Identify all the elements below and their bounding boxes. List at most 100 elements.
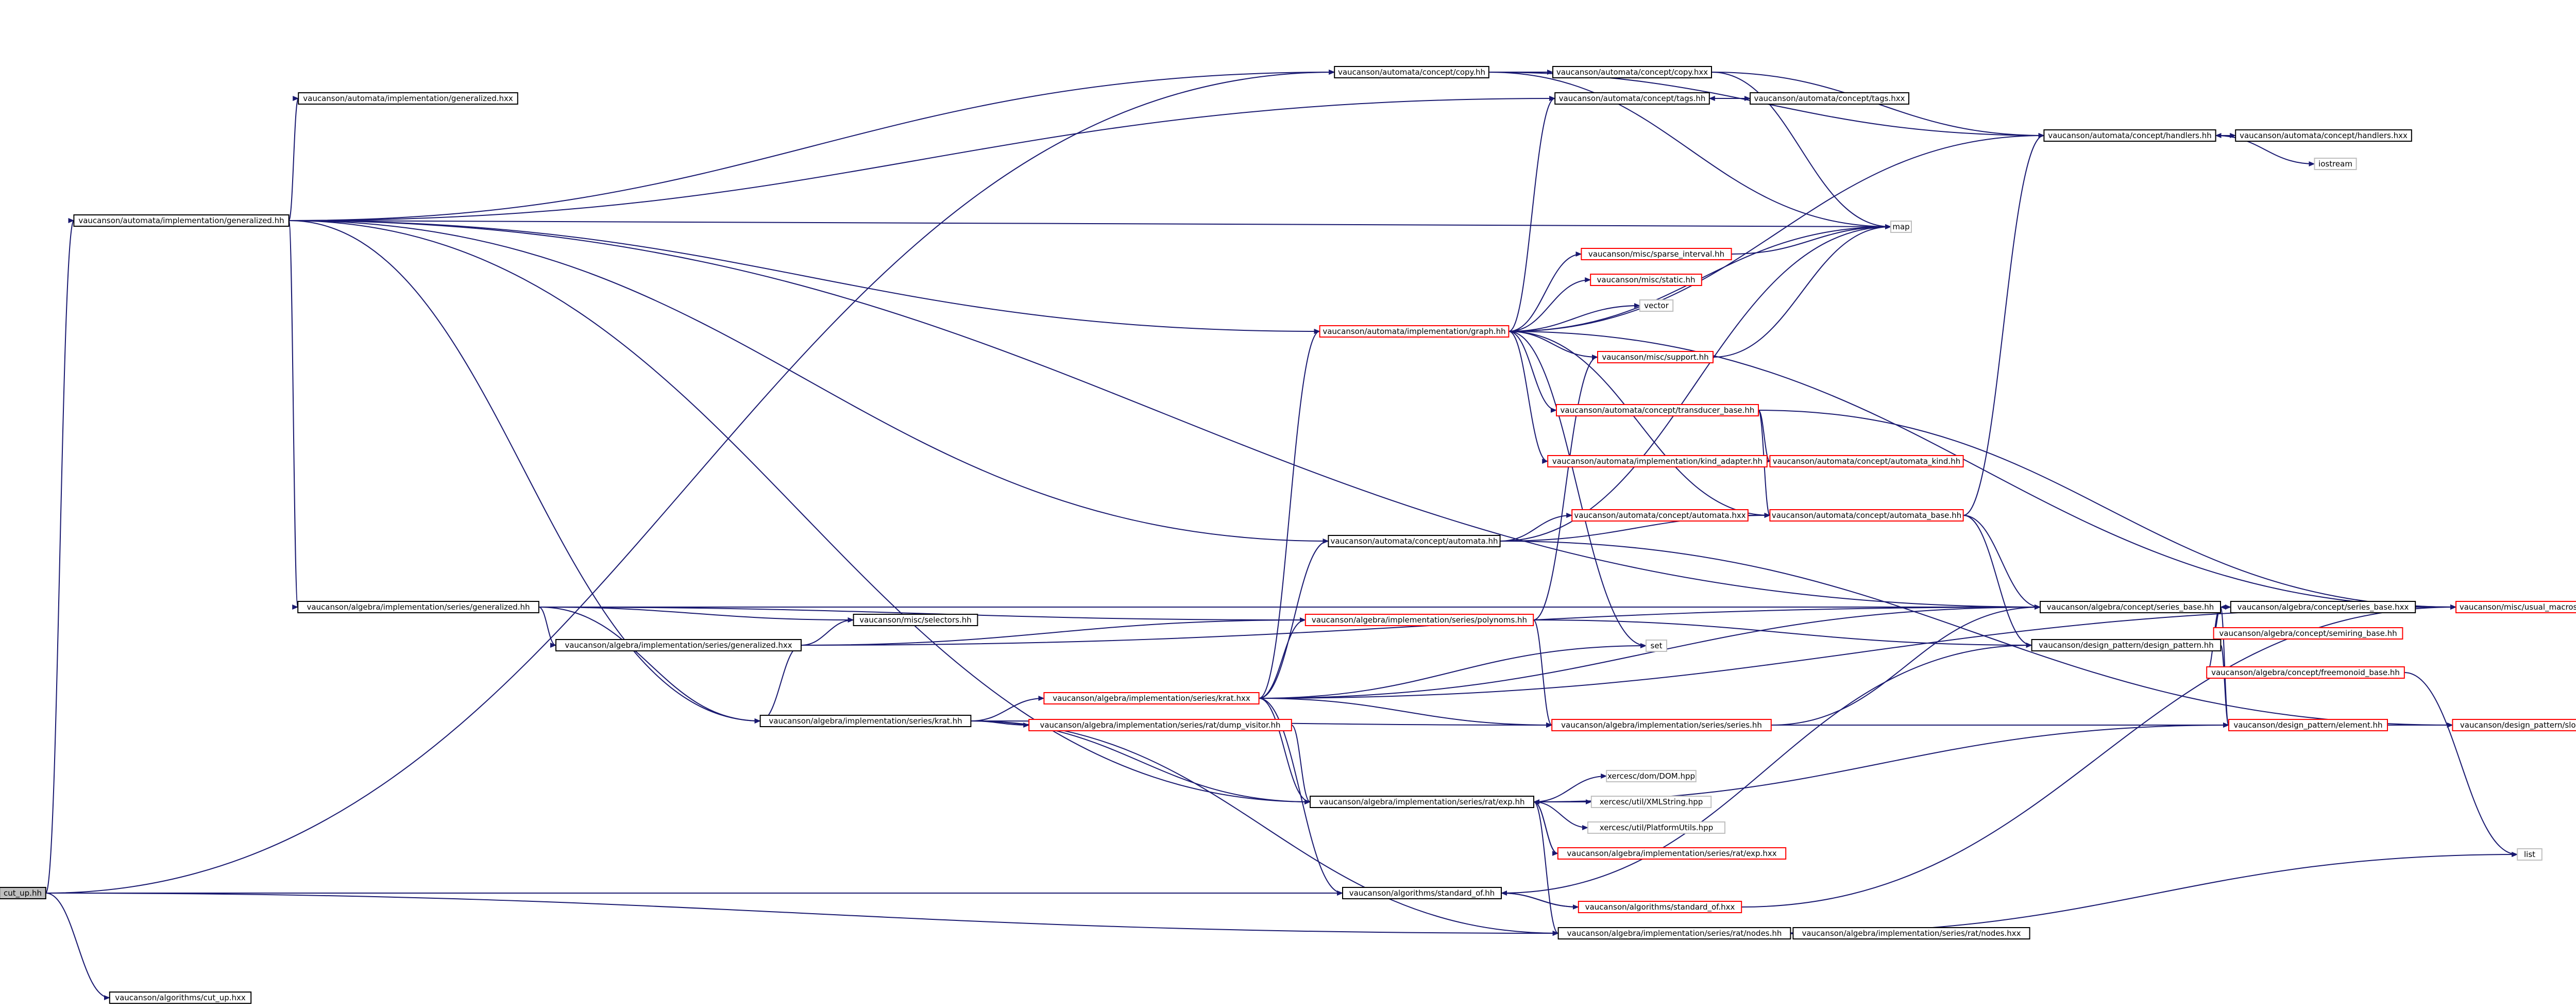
- node-polynoms[interactable]: vaucanson/algebra/implementation/series/…: [1304, 614, 1534, 626]
- node-automata-hh[interactable]: vaucanson/automata/concept/automata.hh: [1328, 535, 1501, 547]
- node-automata-hxx[interactable]: vaucanson/automata/concept/automata.hxx: [1571, 509, 1749, 522]
- include-edge-design_pattern-to-element_hh: [2220, 645, 2229, 728]
- node-box: [1556, 404, 1759, 416]
- include-edge-graph_hh-to-tags_hh: [1509, 96, 1556, 332]
- include-edge-polynoms-to-support: [1533, 355, 1598, 620]
- include-edge-exp_hh-to-platform: [1533, 801, 1588, 830]
- include-edge-series_gen_hxx-to-selectors: [801, 617, 854, 646]
- include-edge-series_gen_hh-to-krat_hh: [538, 607, 761, 724]
- node-tags-hh[interactable]: vaucanson/automata/concept/tags.hh: [1554, 92, 1710, 105]
- node-box: [1551, 719, 1772, 731]
- node-selectors[interactable]: vaucanson/misc/selectors.hh: [853, 614, 978, 626]
- node-dump-visitor[interactable]: vaucanson/algebra/implementation/series/…: [1028, 719, 1292, 731]
- node-box: [2043, 129, 2216, 142]
- node-automata-kind[interactable]: vaucanson/automata/concept/automata_kind…: [1769, 455, 1964, 467]
- node-label: vaucanson/automata/concept/automata_base…: [1772, 511, 1961, 520]
- node-handlers-hh[interactable]: vaucanson/automata/concept/handlers.hh: [2043, 129, 2216, 142]
- node-exp-hh[interactable]: vaucanson/algebra/implementation/series/…: [1310, 796, 1534, 808]
- include-edge-krat_hxx-to-polynoms: [1259, 617, 1306, 699]
- include-edge-graph_hh-to-vector: [1509, 303, 1640, 332]
- node-semiring-base[interactable]: vaucanson/algebra/concept/semiring_base.…: [2213, 627, 2403, 640]
- node-series-hh[interactable]: vaucanson/algebra/implementation/series/…: [1551, 719, 1772, 731]
- node-label: vaucanson/misc/sparse_interval.hh: [1588, 249, 1724, 259]
- include-edge-krat_hh-to-nodes_hh: [971, 720, 1559, 936]
- node-krat-hxx[interactable]: vaucanson/algebra/implementation/series/…: [1043, 692, 1260, 704]
- node-set[interactable]: set: [1646, 640, 1667, 652]
- node-box: [73, 214, 290, 227]
- include-edge-nodes_hh-to-list: [1790, 852, 2518, 934]
- node-label: vaucanson/misc/support.hh: [1602, 352, 1708, 362]
- node-box: [1606, 770, 1697, 782]
- node-dom[interactable]: xercesc/dom/DOM.hpp: [1606, 770, 1697, 782]
- node-support[interactable]: vaucanson/misc/support.hh: [1597, 351, 1714, 363]
- include-edge-std_of_hxx-to-usual_macros: [1741, 604, 2456, 908]
- node-box: [2031, 639, 2222, 651]
- include-edge-polynoms-to-series_hh: [1533, 619, 1553, 728]
- node-kind-adapter[interactable]: vaucanson/automata/implementation/kind_a…: [1547, 455, 1768, 467]
- node-box: [1639, 299, 1674, 312]
- include-edge-krat_hxx-to-series_base_hh: [1259, 604, 2041, 699]
- node-label: vaucanson/misc/static.hh: [1597, 275, 1696, 284]
- node-impl-gen-hh[interactable]: vaucanson/automata/implementation/genera…: [73, 214, 290, 227]
- include-edge-ccopy_hxx-to-map: [1711, 72, 1891, 229]
- node-graph-hh[interactable]: vaucanson/automata/implementation/graph.…: [1319, 325, 1510, 338]
- node-box: [1890, 221, 1912, 233]
- node-sparse[interactable]: vaucanson/misc/sparse_interval.hh: [1581, 248, 1732, 260]
- node-nodes-hh[interactable]: vaucanson/algebra/implementation/series/…: [1557, 927, 1791, 939]
- node-std-of-hh[interactable]: vaucanson/algorithms/standard_of.hh: [1342, 887, 1502, 899]
- include-edge-series_gen_hxx-to-polynoms: [801, 617, 1306, 646]
- node-static[interactable]: vaucanson/misc/static.hh: [1590, 274, 1702, 286]
- node-tags-hxx[interactable]: vaucanson/automata/concept/tags.hxx: [1750, 92, 1909, 105]
- node-label: vaucanson/algorithms/cut_up.hxx: [115, 993, 246, 1003]
- node-automata-base[interactable]: vaucanson/automata/concept/automata_base…: [1769, 509, 1964, 522]
- node-exp-hxx[interactable]: vaucanson/algebra/implementation/series/…: [1557, 847, 1787, 860]
- include-edge-automata_base-to-design_pattern: [1963, 515, 2032, 648]
- include-edge-krat_hxx-to-exp_hh: [1259, 698, 1311, 804]
- node-series-gen-hxx[interactable]: vaucanson/algebra/implementation/series/…: [555, 639, 802, 651]
- node-krat-hh[interactable]: vaucanson/algebra/implementation/series/…: [759, 715, 972, 727]
- include-edge-automata_hh-to-map: [1500, 224, 1891, 542]
- node-label: vaucanson/misc/selectors.hh: [859, 615, 971, 625]
- node-series-base-hxx[interactable]: vaucanson/algebra/concept/series_base.hx…: [2230, 601, 2416, 613]
- node-box: [1547, 455, 1768, 467]
- include-edge-automata_base-to-series_base_hh: [1963, 515, 2041, 610]
- node-std-of-hxx[interactable]: vaucanson/algorithms/standard_of.hxx: [1578, 901, 1742, 913]
- node-map[interactable]: map: [1890, 221, 1912, 233]
- node-platform[interactable]: xercesc/util/PlatformUtils.hpp: [1587, 821, 1725, 834]
- node-element-hh[interactable]: vaucanson/design_pattern/element.hh: [2228, 719, 2388, 731]
- node-cut-up-hxx[interactable]: vaucanson/algorithms/cut_up.hxx: [109, 992, 252, 1004]
- node-design-pattern[interactable]: vaucanson/design_pattern/design_pattern.…: [2031, 639, 2222, 651]
- include-edge-cut_up-to-cut_up_hxx: [45, 893, 110, 1000]
- node-box: [0, 887, 46, 899]
- node-impl-gen-hxx[interactable]: vaucanson/automata/implementation/genera…: [298, 92, 518, 105]
- node-usual-macros[interactable]: vaucanson/misc/usual_macros.hh: [2455, 601, 2576, 613]
- node-slots[interactable]: vaucanson/design_pattern/slots.hh: [2452, 719, 2576, 731]
- node-list[interactable]: list: [2517, 848, 2543, 861]
- node-vector[interactable]: vector: [1639, 299, 1674, 312]
- node-transducer[interactable]: vaucanson/automata/concept/transducer_ba…: [1556, 404, 1759, 416]
- include-edge-sparse-to-map: [1731, 224, 1891, 255]
- node-handlers-hxx[interactable]: vaucanson/automata/concept/handlers.hxx: [2235, 129, 2412, 142]
- node-series-gen-hh[interactable]: vaucanson/algebra/implementation/series/…: [297, 601, 539, 613]
- include-edge-support-to-map: [1713, 224, 1891, 358]
- node-xmlstring[interactable]: xercesc/util/XMLString.hpp: [1590, 796, 1712, 808]
- node-label: vaucanson/automata/concept/handlers.hxx: [2240, 131, 2408, 140]
- node-label: vaucanson/automata/concept/handlers.hh: [2048, 131, 2212, 140]
- node-freemonoid[interactable]: vaucanson/algebra/concept/freemonoid_bas…: [2206, 666, 2405, 679]
- node-box: [1554, 92, 1710, 105]
- node-label: vaucanson/algorithms/standard_of.hxx: [1585, 902, 1735, 912]
- node-label: vaucanson/algebra/concept/freemonoid_bas…: [2211, 668, 2400, 678]
- node-box: [1304, 614, 1534, 626]
- node-ccopy-hxx[interactable]: vaucanson/automata/concept/copy.hxx: [1552, 66, 1712, 78]
- node-box: [2517, 848, 2543, 861]
- node-nodes-hxx[interactable]: vaucanson/algebra/implementation/series/…: [1792, 927, 2030, 939]
- include-edge-series_gen_hh-to-series_gen_hxx: [538, 607, 556, 648]
- node-box: [298, 92, 518, 105]
- node-cut-up[interactable]: cut_up.hh: [0, 887, 46, 899]
- node-iostream[interactable]: iostream: [2314, 158, 2357, 170]
- node-box: [1769, 455, 1964, 467]
- node-series-base-hh[interactable]: vaucanson/algebra/concept/series_base.hh: [2040, 601, 2221, 613]
- node-label: vaucanson/algebra/implementation/series/…: [1040, 720, 1280, 730]
- node-label: vaucanson/automata/implementation/genera…: [78, 216, 284, 225]
- node-ccopy-hh[interactable]: vaucanson/automata/concept/copy.hh: [1334, 66, 1489, 78]
